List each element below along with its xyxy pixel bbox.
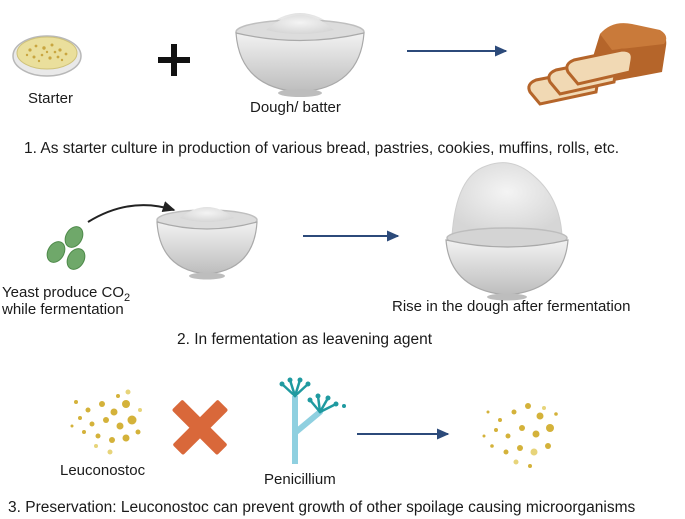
penicillium-mold-icon [280,378,347,465]
risen-dough-bowl-icon [446,163,568,301]
yeast-label-line2: while fermentation [2,301,124,318]
caption-row1: 1. As starter culture in production of v… [24,140,619,158]
yeast-label-prefix: Yeast produce CO [2,284,124,301]
starter-label: Starter [28,90,73,107]
yeast-label-subscript: 2 [124,292,130,304]
petri-dish-icon [13,36,81,76]
dough-bowl-icon [236,13,364,97]
dough-batter-label: Dough/ batter [250,99,341,116]
small-dough-bowl-icon [157,207,257,280]
prevent-cross-icon [172,399,229,455]
penicillium-label: Penicillium [264,471,336,488]
caption-row3: 3. Preservation: Leuconostoc can prevent… [8,499,635,517]
caption-row2: 2. In fermentation as leavening agent [177,331,432,349]
plus-icon [158,44,190,76]
rise-label: Rise in the dough after fermentation [392,298,630,315]
leuconostoc-label: Leuconostoc [60,462,145,479]
yeast-cells-icon [44,223,89,272]
leuconostoc-bacteria-icon [71,390,143,455]
bread-loaf-icon [529,23,666,104]
preserved-bacteria-icon [483,403,558,468]
